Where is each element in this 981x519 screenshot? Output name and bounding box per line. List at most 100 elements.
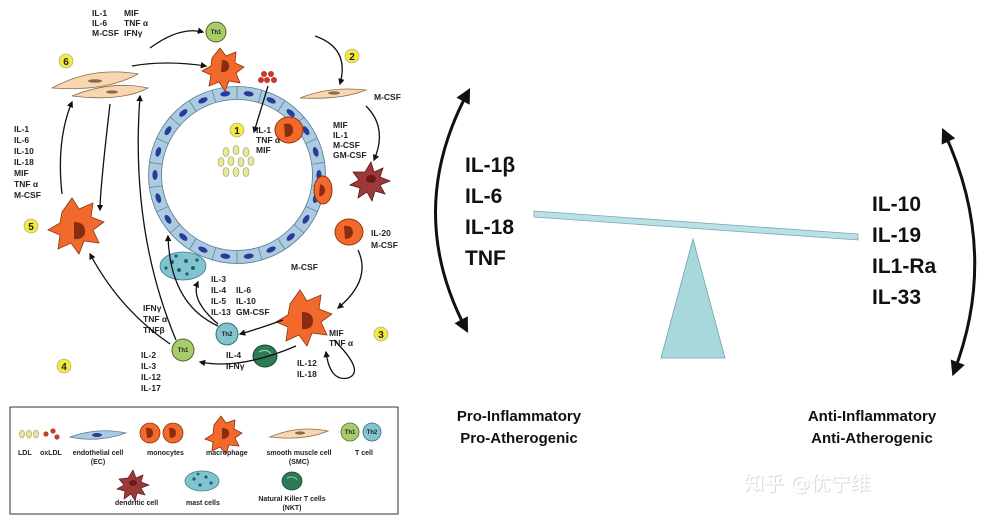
- step5-cytokine-list: IL-1 IL-6 IL-10 IL-18 MIF TNF α M-CSF: [14, 124, 41, 200]
- anti-caption-line: Anti-Inflammatory: [808, 408, 937, 425]
- cytokine-balance-diagram: IL-1β IL-6 IL-18 TNF IL-10 IL-19 IL1-Ra …: [434, 88, 977, 496]
- legend-label-ldl: LDL: [18, 450, 32, 457]
- endothelial-cell-boundary: [293, 224, 305, 234]
- anti-cytokine-label: IL-19: [872, 224, 921, 247]
- nkt-cytokine-list: IL-4 IFNγ: [226, 350, 245, 371]
- step-marker-circle: [23, 218, 39, 234]
- endothelial-cell-boundary: [188, 238, 197, 250]
- cytokine-label: GM-CSF: [236, 307, 270, 317]
- legend-dendritic-symbol: [116, 469, 150, 502]
- arrow-oxldl-to-wall: [252, 85, 269, 134]
- macrophage-step3: [275, 289, 333, 347]
- legend-label-endothelial: endothelial cell: [73, 450, 124, 457]
- cytokine-label: IL-5: [211, 296, 226, 306]
- cytokine-label: IL-1: [14, 124, 29, 134]
- cytokine-label: TNF α: [143, 314, 168, 324]
- step-number: 5: [28, 222, 34, 233]
- arrow-macrophage-to-smc: [59, 100, 73, 195]
- watermark-shadow: 知乎 @优宁维: [745, 472, 871, 496]
- cytokine-label: M-CSF: [371, 240, 398, 250]
- legend-label-nkt: Natural Killer T cells: [258, 496, 325, 503]
- endothelial-nucleus: [266, 97, 276, 104]
- legend-smc-symbol: [268, 428, 330, 439]
- legend-sublabel-smc: (SMC): [289, 459, 309, 466]
- pro-cytokine-label: IL-6: [465, 185, 502, 208]
- step-marker-circle: [344, 48, 360, 64]
- step-marker-circle: [373, 326, 389, 342]
- step-number: 1: [234, 126, 240, 137]
- legend-macrophage-symbol: [204, 415, 243, 455]
- cytokine-label: IL-13: [211, 307, 231, 317]
- step-number: 2: [349, 52, 355, 63]
- endothelial-nucleus: [302, 126, 310, 136]
- arrow-th1-to-macrophage: [89, 252, 171, 345]
- anti-cytokine-label: IL-33: [872, 286, 921, 309]
- legend-mast-symbol: [184, 470, 220, 492]
- legend-sublabel-endothelial: (EC): [91, 459, 105, 466]
- cytokine-label: IL-10: [236, 296, 256, 306]
- endothelial-cell-boundary: [211, 90, 217, 103]
- cytokine-label: TNF α: [14, 179, 39, 189]
- arrow-th2-up: [164, 234, 219, 327]
- endothelial-nucleus: [286, 109, 295, 117]
- step-number: 4: [61, 362, 67, 373]
- arrow-to-dendritic: [365, 105, 381, 162]
- vessel-bottom-cytokine-label: M-CSF: [291, 262, 318, 272]
- cytokine-label: IL-3: [141, 361, 156, 371]
- watermark: 知乎 @优宁维 知乎 @优宁维: [744, 471, 871, 496]
- endothelial-nucleus: [155, 193, 162, 203]
- balance-fulcrum: [660, 237, 726, 359]
- anti-double-arrow: [941, 127, 977, 377]
- legend-label-tcell: T cell: [355, 450, 373, 457]
- macrophage-bottom-cytokine-list: IL-12 IL-18: [297, 358, 317, 379]
- vessel-wall: [148, 86, 326, 264]
- endothelial-nucleus: [243, 253, 254, 259]
- endothelial-cell-boundary: [277, 238, 286, 250]
- endothelial-nucleus: [198, 97, 208, 104]
- cytokine-label: IL-4: [211, 285, 226, 295]
- legend-endothelial-symbol: [68, 430, 128, 440]
- step1-cytokine-list: IL-1 TNF α MIF: [256, 125, 281, 155]
- endothelial-nucleus: [266, 246, 276, 253]
- cytokine-label: IL-2: [141, 350, 156, 360]
- cytokine-label: TNF α: [329, 338, 354, 348]
- endothelial-cell-boundary: [149, 185, 163, 188]
- arrow-to-smc-right: [314, 35, 345, 86]
- endothelial-cell-boundary: [305, 206, 318, 213]
- endothelial-nucleus: [220, 253, 231, 259]
- pro-cytokine-label: TNF: [465, 247, 506, 270]
- monocyte-in-wall: [313, 175, 333, 205]
- cytokine-label: IFNγ: [124, 28, 143, 38]
- pro-cytokine-list: IL-1β IL-6 IL-18 TNF: [465, 154, 515, 270]
- macrophage-step5: [47, 197, 105, 255]
- smooth-muscle-cells-step6: [50, 71, 150, 99]
- legend-label-mast: mast cells: [186, 500, 220, 507]
- cytokine-label: IFNγ: [226, 361, 245, 371]
- endothelial-cell-boundary: [277, 100, 286, 112]
- pro-caption: Pro-Inflammatory Pro-Atherogenic: [457, 408, 582, 447]
- smooth-muscle-cell-top-right: [299, 88, 367, 99]
- cytokine-label: IL-6: [14, 135, 29, 145]
- arrow-th1-to-smc: [136, 94, 177, 341]
- endothelial-nucleus: [286, 233, 295, 241]
- anti-caption: Anti-Inflammatory Anti-Atherogenic: [808, 408, 937, 447]
- cytokine-label: IL-18: [14, 157, 34, 167]
- cytokine-label: IL-18: [297, 369, 317, 379]
- cell-label: Th1: [178, 348, 189, 354]
- endothelial-nucleus: [152, 170, 158, 180]
- anti-cytokine-label: IL-10: [872, 193, 921, 216]
- cytokine-label: GM-CSF: [333, 150, 367, 160]
- cytokine-label: M-CSF: [92, 28, 119, 38]
- pro-double-arrow: [434, 88, 471, 333]
- endothelial-cell-boundary: [257, 247, 263, 260]
- th2-cell: Th2: [215, 322, 239, 346]
- anti-cytokine-list: IL-10 IL-19 IL1-Ra IL-33: [872, 193, 937, 309]
- balance-beam: [533, 210, 859, 241]
- cytokine-label: MIF: [124, 8, 139, 18]
- legend-oxldl-symbol: [43, 428, 60, 440]
- arrow-monocyte-to-macrophage: [336, 249, 363, 309]
- endothelial-nucleus: [179, 233, 188, 241]
- arrow-th2-to-mast: [192, 280, 219, 325]
- cytokine-label: MIF: [256, 145, 271, 155]
